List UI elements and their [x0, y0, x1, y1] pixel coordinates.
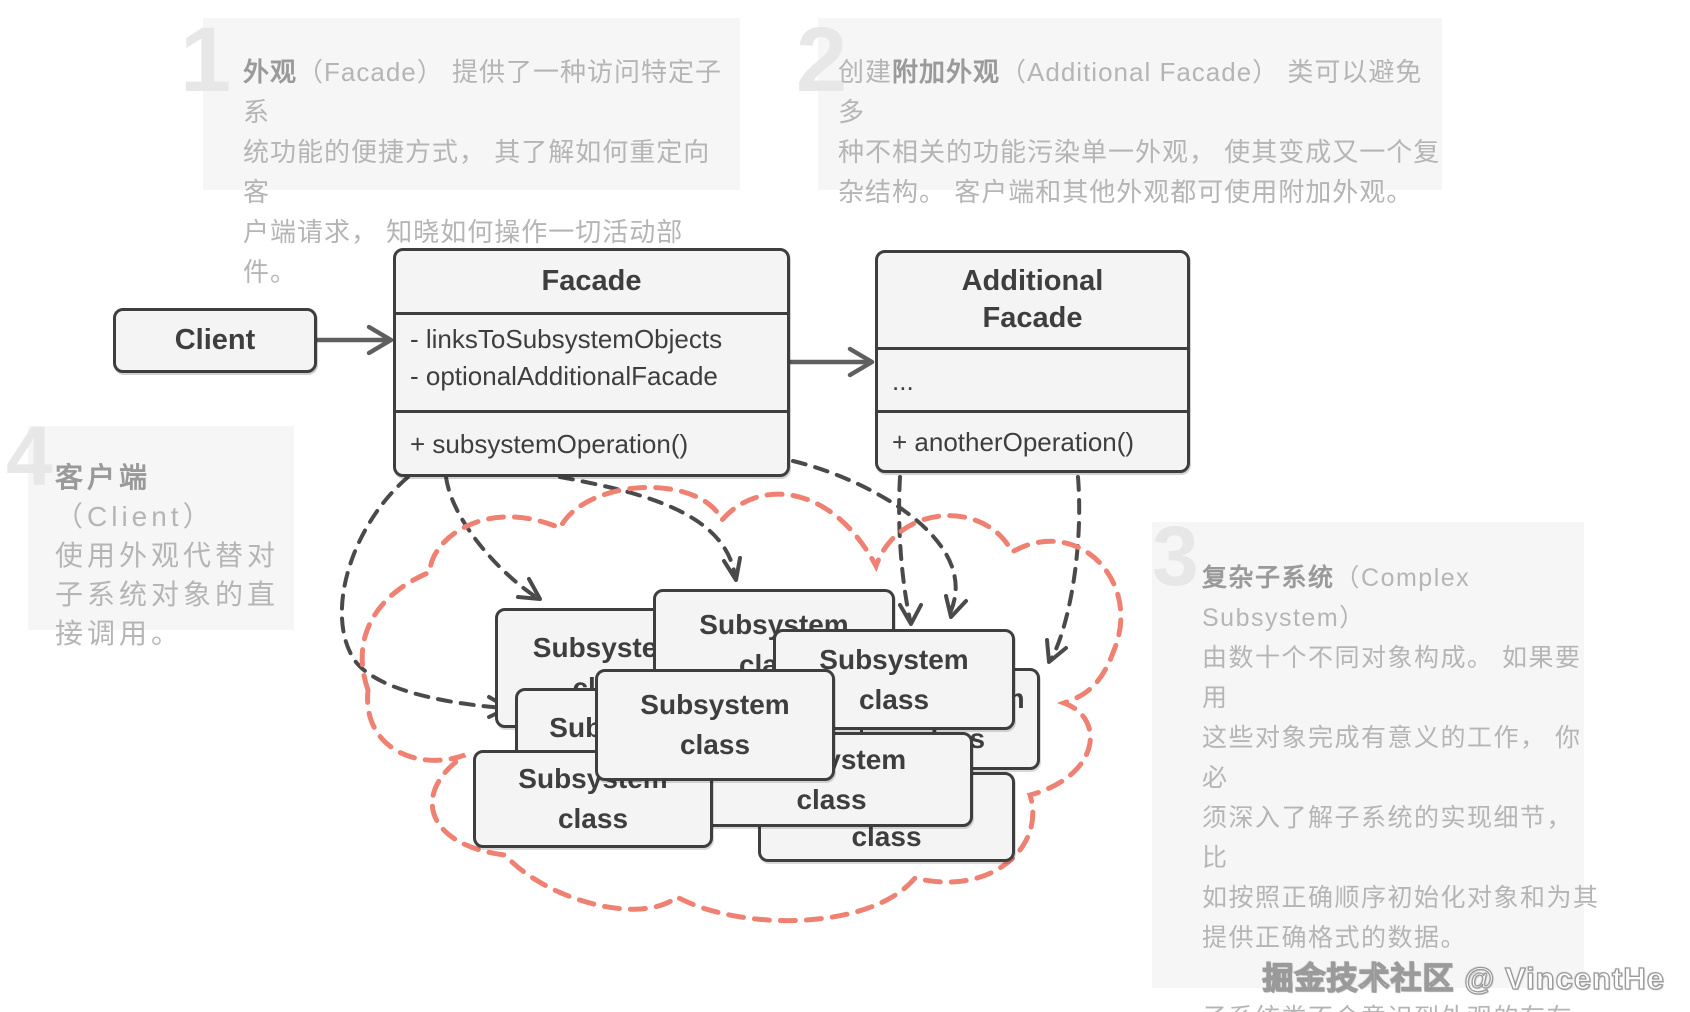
facade-dependency-arrow-4 — [791, 459, 958, 615]
note-2-text: 创建附加外观（Additional Facade） 类可以避免多 种不相关的功能… — [838, 52, 1448, 212]
facade-to-additional-facade-arrowhead — [847, 346, 875, 378]
subsystem-cloud — [359, 484, 1124, 924]
facade-class-methods: + subsystemOperation() — [396, 410, 787, 473]
note-3-body: （Complex Subsystem） 由数十个不同对象构成。 如果要用 这些对… — [1202, 564, 1600, 1012]
facade-dependency-arrow-3 — [339, 475, 507, 710]
additional-facade-class-methods: + anotherOperation() — [878, 410, 1187, 469]
subsystem-class-box-5: Subsystem class — [595, 669, 835, 781]
dependency-arrowhead-5 — [898, 603, 923, 626]
note-1-text: 外观（Facade） 提供了一种访问特定子系 统功能的便捷方式， 其了解如何重定… — [243, 52, 733, 292]
note-3-keyword: 复杂子系统 — [1202, 564, 1335, 592]
client-class-box: Client — [113, 308, 317, 373]
watermark: 掘金技术社区 @ VincentHe — [1262, 960, 1665, 996]
facade-dependency-arrow-2 — [558, 475, 737, 578]
dependency-arrowhead-1 — [516, 577, 542, 601]
additional-facade-dependency-arrow-1 — [897, 475, 912, 622]
note-2-lead: 创建 — [838, 57, 893, 87]
dependency-arrowhead-2 — [722, 556, 742, 582]
note-3-number: 3 — [1152, 509, 1199, 603]
note-4-background — [28, 426, 294, 630]
note-4-text: 客户端 （Client） 使用外观代替对 子系统对象的直 接调用。 — [55, 458, 300, 653]
facade-class-box: Facade - linksToSubsystemObjects - optio… — [393, 248, 790, 477]
note-4-keyword: 客户端 — [55, 462, 152, 493]
additional-facade-class-fields: ... — [878, 347, 1187, 410]
facade-class-fields: - linksToSubsystemObjects - optionalAddi… — [396, 312, 787, 410]
note-1-keyword: 外观 — [243, 57, 298, 87]
note-4-body: （Client） 使用外观代替对 子系统对象的直 接调用。 — [55, 501, 280, 649]
additional-facade-class-title: Additional Facade — [961, 265, 1104, 334]
additional-facade-dependency-arrow-2 — [1050, 475, 1082, 660]
facade-class-title: Facade — [541, 265, 642, 297]
facade-dependency-arrow-1 — [444, 475, 538, 599]
note-2-background — [818, 18, 1442, 190]
note-1-body: （Facade） 提供了一种访问特定子系 统功能的便捷方式， 其了解如何重定向客… — [243, 57, 722, 287]
client-to-facade-arrowhead — [366, 324, 394, 356]
additional-facade-class-box: Additional Facade ... + anotherOperation… — [875, 250, 1190, 473]
note-3-text: 复杂子系统（Complex Subsystem） 由数十个不同对象构成。 如果要… — [1202, 558, 1602, 1012]
note-2-body: （Additional Facade） 类可以避免多 种不相关的功能污染单一外观… — [838, 57, 1441, 207]
note-1-number: 1 — [180, 9, 232, 111]
note-3-background — [1152, 522, 1584, 988]
client-class-title: Client — [174, 324, 256, 356]
dependency-arrowhead-4 — [944, 594, 968, 619]
note-2-keyword: 附加外观 — [892, 57, 1001, 87]
note-1-background — [203, 18, 740, 190]
dependency-arrowhead-6 — [1045, 638, 1068, 664]
note-2-number: 2 — [796, 9, 848, 111]
note-4-number: 4 — [6, 409, 53, 503]
